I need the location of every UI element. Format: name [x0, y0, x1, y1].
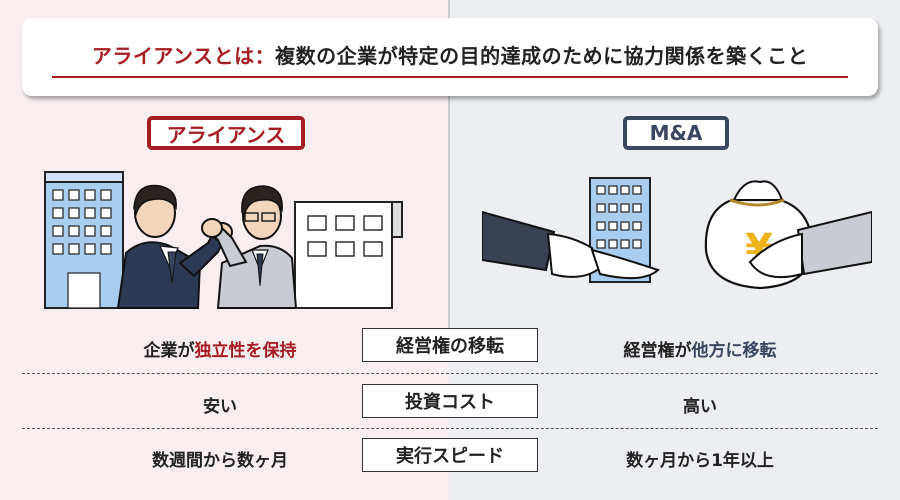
ma-row-3-text: 数ヶ月から1年以上 [626, 451, 774, 471]
definition-prefix: アライアンスとは： [91, 44, 276, 68]
ma-row-1-text: 経営権が他方に移転 [520, 336, 880, 361]
alliance-row-1-part-2: 独立性を保持 [194, 341, 297, 361]
left-hand-icon [482, 210, 660, 280]
alliance-row-3-text: 数週間から数ヶ月 [152, 451, 288, 471]
criterion-label-3: 実行スピード [362, 438, 538, 472]
panel-divider [448, 0, 450, 330]
alliance-row-1-part-1: 企業が [143, 341, 195, 361]
left-businessman-icon [116, 184, 233, 309]
alliance-row-1-text: 企業が独立性を保持 [40, 336, 400, 361]
ma-row-1-part-2: 他方に移転 [691, 341, 777, 361]
definition-banner: アライアンスとは：複数の企業が特定の目的達成のために協力関係を築くこと [22, 18, 878, 96]
row-divider-1 [22, 373, 878, 374]
alliance-row-2-text: 安い [203, 397, 237, 417]
criterion-label-1: 経営権の移転 [362, 328, 538, 362]
row-divider-2 [22, 428, 878, 429]
definition-underline [52, 76, 848, 78]
right-businessman-icon [201, 185, 298, 309]
ma-row-2-text: 高い [683, 397, 717, 417]
alliance-label-badge: アライアンス [147, 116, 305, 150]
right-hand-icon [748, 210, 872, 278]
right-building-icon [294, 201, 403, 309]
definition-body: 複数の企業が特定の目的達成のために協力関係を築くこと [275, 44, 809, 68]
ma-row-1-part-1: 経営権が [623, 341, 692, 361]
criterion-label-2: 投資コスト [362, 384, 538, 418]
two-businessmen-arm-wrestling-icon [44, 171, 403, 309]
ma-label-badge: M&A [623, 116, 729, 150]
left-building-icon [44, 171, 124, 309]
definition-text: アライアンスとは：複数の企業が特定の目的達成のために協力関係を築くこと [22, 40, 878, 69]
building-for-money-exchange-icon: ¥ [482, 177, 872, 290]
